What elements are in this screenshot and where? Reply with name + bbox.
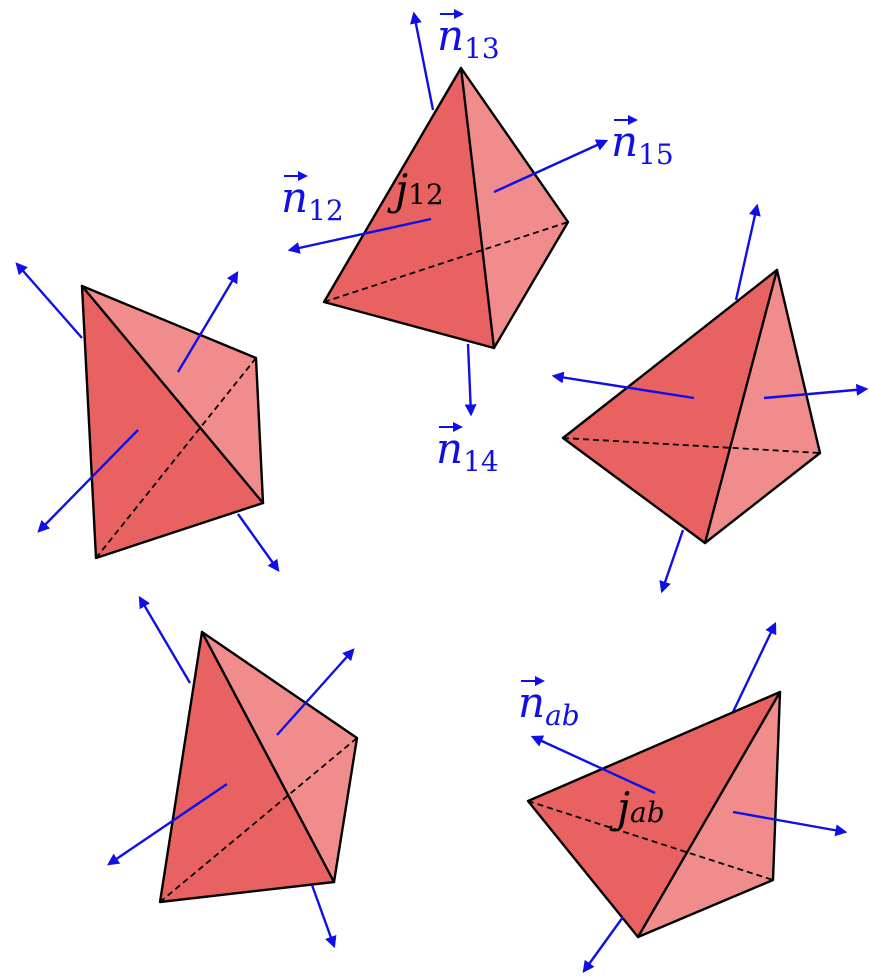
label-n14: n14 — [436, 422, 499, 478]
normal-arrow — [659, 529, 685, 594]
front-edge — [80, 284, 265, 505]
svg-text:n12: n12 — [281, 173, 344, 227]
normal-arrow — [731, 621, 777, 713]
label-n13: n13 — [437, 9, 500, 65]
face-front — [563, 270, 777, 543]
face-right — [202, 632, 357, 882]
normal-arrow-n12 — [287, 217, 432, 254]
tetrahedron-top — [287, 11, 609, 417]
face-front — [324, 68, 494, 348]
normal-arrow — [237, 513, 280, 572]
hidden-edge — [159, 737, 358, 903]
svg-text:n13: n13 — [437, 11, 500, 65]
svg-text:nab: nab — [518, 678, 580, 732]
normal-arrow — [582, 916, 624, 973]
normal-arrow-nab — [530, 735, 656, 795]
normal-arrow-n13 — [409, 11, 435, 111]
hidden-edge — [323, 221, 569, 303]
label-n15: n15 — [611, 115, 674, 171]
normal-arrow-n15 — [493, 139, 609, 194]
normal-arrow — [310, 884, 337, 949]
face-front — [82, 286, 263, 558]
normal-arrow — [551, 371, 695, 400]
hidden-edge — [562, 437, 821, 454]
normal-arrow — [107, 783, 228, 866]
label-n12: n12 — [281, 171, 344, 227]
face-front — [160, 632, 334, 902]
hidden-edge — [527, 800, 774, 881]
face-right — [461, 68, 568, 348]
tetrahedron-right — [551, 203, 869, 594]
tetrahedron-left — [15, 262, 280, 572]
normal-arrow — [732, 810, 848, 837]
front-edge — [200, 630, 336, 884]
normal-arrow — [176, 270, 239, 373]
normal-arrow — [763, 383, 869, 400]
label-nab: nab — [518, 676, 580, 732]
normal-arrow — [15, 262, 83, 339]
tetrahedron-bottom-left — [107, 595, 359, 949]
hidden-edge — [95, 357, 257, 559]
tetrahedron-bottom-right — [526, 621, 848, 973]
normal-arrow — [37, 429, 139, 533]
svg-text:n15: n15 — [611, 117, 674, 171]
normal-arrow — [734, 203, 761, 301]
face-front — [528, 692, 780, 937]
front-edge — [459, 66, 496, 350]
normal-arrow — [138, 595, 192, 684]
front-edge — [703, 268, 779, 545]
svg-text:n14: n14 — [436, 424, 499, 478]
front-edge — [636, 690, 782, 939]
normal-arrow-n14 — [464, 343, 477, 417]
normal-arrow — [276, 648, 355, 736]
